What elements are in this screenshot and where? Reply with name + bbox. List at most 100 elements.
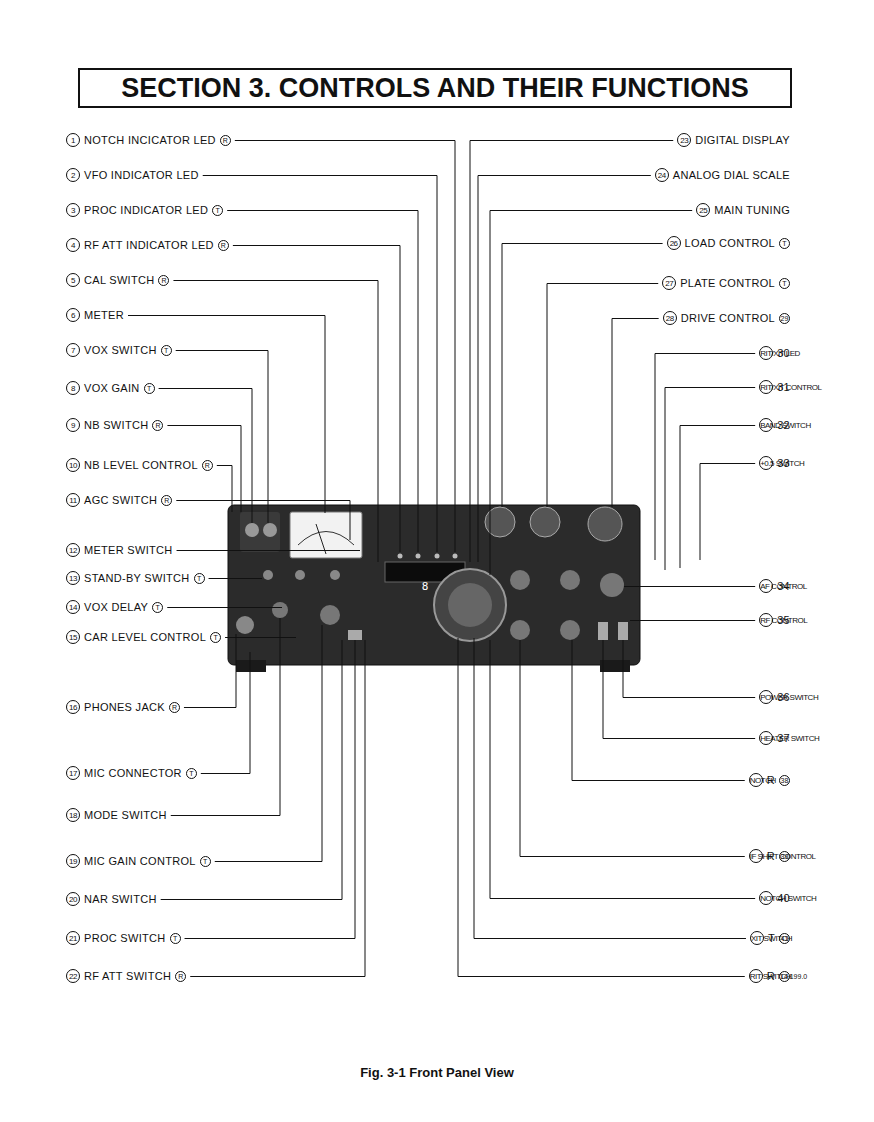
callout: 19 MIC GAIN CONTROL T (66, 853, 211, 869)
leader-line (215, 625, 322, 862)
callout: 26LOAD CONTROLT (667, 235, 790, 251)
callout: 13STAND-BY SWITCHT (66, 570, 205, 586)
option-mark: R (218, 240, 229, 251)
control-name: R (767, 774, 775, 786)
knob (245, 523, 259, 537)
leader-line (520, 640, 745, 857)
callout-number: HEATER SWITCH (759, 731, 773, 745)
callout-number: 16 (66, 700, 80, 714)
led (416, 554, 421, 559)
option-mark: T (152, 602, 163, 613)
callout: 24ANALOG DIAL SCALE (655, 167, 790, 183)
leader-line (171, 618, 280, 816)
callout-number: 11 (66, 493, 80, 507)
power-switch (618, 622, 628, 640)
control-name: NB LEVEL CONTROL (84, 459, 198, 471)
leader-line (190, 640, 365, 977)
option-mark: R (169, 702, 180, 713)
option-mark: T (170, 933, 181, 944)
leader-line (478, 176, 651, 563)
option-mark: 14.199.0 (779, 971, 790, 982)
callout: 15CAR LEVEL CONTROLT (66, 629, 221, 645)
callout-number: 22 (66, 969, 80, 983)
option-mark: T (200, 856, 211, 867)
leader-line (603, 640, 755, 739)
callout: 5CAL SWITCHR (66, 272, 169, 288)
callout-number: RIT SWITCH (749, 969, 763, 983)
callout-number: 23 (677, 133, 691, 147)
option-mark: T (186, 768, 197, 779)
callout: RF CONTROL35 (759, 612, 790, 628)
option-mark: R (161, 495, 172, 506)
section-title: SECTION 3. CONTROLS AND THEIR FUNCTIONS (121, 73, 749, 104)
callout-number: NOTCH SWITCH (759, 891, 773, 905)
control-name: METER (84, 309, 124, 321)
control-name: MIC CONNECTOR (84, 767, 182, 779)
leader-line (502, 244, 663, 508)
main-tuning-knob (434, 569, 506, 641)
leader-line (547, 284, 658, 508)
control-name: 30 (777, 347, 790, 359)
callout: 18MODE SWITCH (66, 807, 167, 823)
notch-knob (560, 620, 580, 640)
leader-line (159, 389, 252, 524)
callout: 21PROC SWITCHT (66, 930, 181, 946)
leader-line (128, 316, 325, 514)
control-name: T (768, 932, 775, 944)
callout: 11 AGC SWITCH R (66, 492, 172, 508)
leader-line (630, 620, 755, 621)
callout-number: XIT SWITCH (750, 931, 764, 945)
led (398, 554, 403, 559)
leader-line (173, 281, 378, 563)
control-name: CAL SWITCH (84, 274, 154, 286)
leader-line (612, 319, 659, 508)
leader-line (490, 211, 692, 576)
leader-line (184, 634, 236, 708)
callout: 28DRIVE CONTROL29 (663, 310, 790, 326)
callout-number: 15 (66, 630, 80, 644)
control-name: R (767, 970, 775, 982)
callout: RIT SWITCH R 14.199.0 (749, 968, 790, 984)
control-name: PLATE CONTROL (680, 277, 775, 289)
callout: RIT/XIT LED30 (759, 345, 790, 361)
leader-line (167, 607, 282, 608)
control-name: VOX DELAY (84, 601, 148, 613)
option-mark: R (175, 971, 186, 982)
control-name: ANALOG DIAL SCALE (673, 169, 790, 181)
plate-knob (530, 507, 560, 537)
callout: 12METER SWITCH (66, 542, 173, 558)
led (453, 554, 458, 559)
control-name: NOTCH INCICATOR LED (84, 134, 216, 146)
option-mark: 38 (779, 775, 790, 786)
callout: 4RF ATT INDICATOR LEDR (66, 237, 229, 253)
leader-line (665, 388, 755, 571)
control-name: STAND-BY SWITCH (84, 572, 190, 584)
control-name: PROC SWITCH (84, 932, 166, 944)
drive-knob (588, 507, 622, 541)
callout: +0.5 SWITCH33 (759, 455, 790, 471)
meter-needle (316, 524, 326, 554)
callout-number: 8 (66, 381, 80, 395)
callout-number: RF CONTROL (759, 613, 773, 627)
control-name: RF ATT SWITCH (84, 970, 171, 982)
leader-line (655, 354, 755, 561)
if-shift-knob (510, 620, 530, 640)
callout-number: 13 (66, 571, 80, 585)
leader-line (458, 638, 745, 977)
leader-line (470, 141, 673, 563)
option-mark: R (202, 460, 213, 471)
option-mark: R (220, 135, 231, 146)
callout: 3PROC INDICATOR LEDT (66, 202, 223, 218)
leader-line (233, 246, 400, 553)
callout-number: +0.5 SWITCH (759, 456, 773, 470)
callout-number: 2 (66, 168, 80, 182)
control-name: PROC INDICATOR LED (84, 204, 208, 216)
control-name: MODE SWITCH (84, 809, 167, 821)
callout-number: 19 (66, 854, 80, 868)
option-mark: T (210, 632, 221, 643)
control-name: MIC GAIN CONTROL (84, 855, 196, 867)
callout-number: POWER SWITCH (759, 690, 773, 704)
control-name: AGC SWITCH (84, 494, 157, 506)
mic-connector (236, 616, 254, 634)
